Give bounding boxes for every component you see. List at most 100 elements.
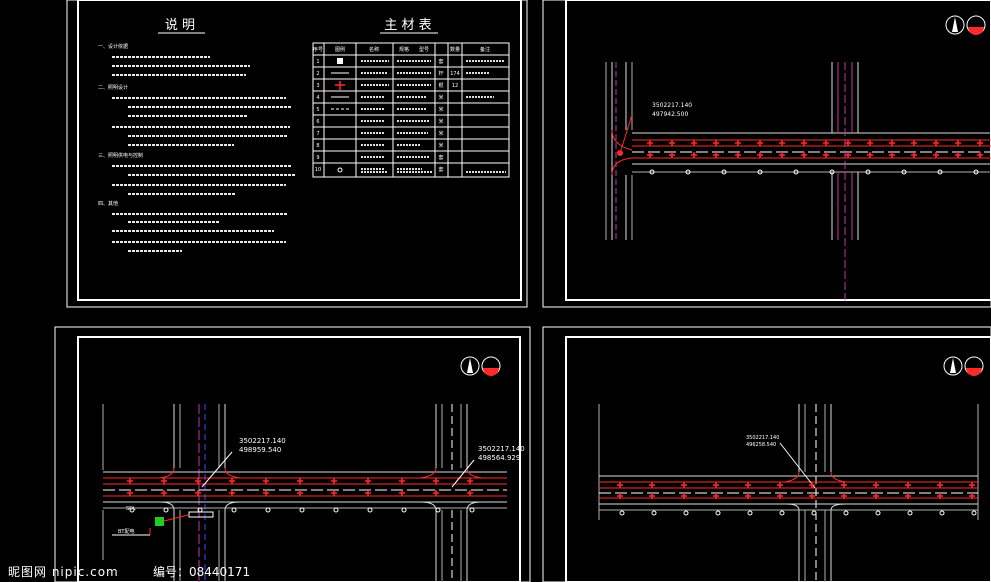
street-light-icon	[331, 490, 337, 496]
street-light-icon	[969, 482, 975, 488]
street-light-icon	[467, 478, 473, 484]
street-light-icon	[905, 482, 911, 488]
pole-marker-icon	[651, 510, 657, 516]
table-cell-index: 9	[316, 155, 319, 161]
street-light-icon	[229, 490, 235, 496]
road-linework	[598, 404, 979, 582]
material-table-qty-col: 174 12	[450, 71, 460, 89]
table-cell-unit: 根	[438, 82, 443, 89]
street-light-icon	[823, 140, 829, 146]
sheet-inner-frame	[565, 336, 991, 582]
notes-section-3: 三、照明供电与控制	[98, 152, 143, 159]
north-arrow-icon	[460, 356, 480, 376]
street-light-icon	[867, 140, 873, 146]
street-light-icon	[955, 140, 961, 146]
street-light-icon	[713, 140, 719, 146]
street-light-icon	[977, 152, 983, 158]
road-linework	[605, 62, 991, 300]
compass-icon	[964, 356, 984, 376]
street-light-icon	[669, 152, 675, 158]
pole-marker-icon	[757, 169, 763, 175]
street-light-icon	[713, 152, 719, 158]
street-light-icon	[617, 493, 623, 499]
pole-marker-icon	[197, 507, 203, 513]
street-light-icon	[669, 140, 675, 146]
pole-marker-icon	[265, 507, 271, 513]
street-light-icon	[297, 478, 303, 484]
table-header-legend: 图例	[335, 46, 345, 53]
street-light-icon	[841, 493, 847, 499]
street-light-icon	[777, 482, 783, 488]
pole-marker-icon	[333, 507, 339, 513]
street-light-icon	[713, 493, 719, 499]
coordinate-label: 497942.500	[652, 111, 688, 118]
street-light-icon	[745, 493, 751, 499]
street-light-icon	[933, 152, 939, 158]
pole-marker-icon	[829, 169, 835, 175]
pole-marker-icon	[683, 510, 689, 516]
table-cell-unit: 套	[438, 154, 443, 161]
street-light-icon	[365, 478, 371, 484]
street-light-icon	[195, 490, 201, 496]
sheet-plan-bottom-right: 3502217.140 496258.540	[542, 326, 991, 582]
watermark-site: 昵图网 nipic.com	[8, 565, 119, 579]
street-light-icon	[779, 152, 785, 158]
street-lights	[127, 478, 473, 496]
coordinate-label: 3502217.140	[239, 437, 286, 445]
pole-marker-icon	[811, 510, 817, 516]
pole-marker-icon	[469, 507, 475, 513]
table-cell-index: 2	[316, 71, 319, 77]
material-table-headers: 序号 图例 名称 规格 型号 数量 备注	[313, 46, 490, 53]
transformer-marker	[188, 511, 214, 518]
notes-title: 说 明	[165, 18, 195, 33]
sheet-plan-bottom-left: 3502217.140 498959.540 3502217.140 49856…	[54, 326, 531, 582]
sheet-outer-frame	[542, 0, 991, 308]
street-light-icon	[229, 478, 235, 484]
street-light-icon	[779, 140, 785, 146]
table-cell-unit: 米	[438, 106, 443, 113]
table-cell-index: 10	[315, 167, 321, 173]
street-light-icon	[161, 478, 167, 484]
table-cell-unit: 米	[438, 142, 443, 149]
street-light-icon	[977, 140, 983, 146]
table-header-model: 型号	[419, 46, 429, 53]
sheet-plan-top-right: 3502217.140 497942.500	[542, 0, 991, 308]
street-light-icon	[735, 152, 741, 158]
coordinate-label: 3502217.140	[746, 435, 779, 441]
table-cell-unit: 米	[438, 130, 443, 137]
street-light-icon	[873, 493, 879, 499]
material-table-title: 主 材 表	[384, 18, 431, 33]
sheet-outer-frame	[542, 326, 991, 582]
street-light-icon	[889, 152, 895, 158]
pole-marker-icon	[231, 507, 237, 513]
street-light-icon	[757, 140, 763, 146]
street-light-icon	[911, 152, 917, 158]
street-light-icon	[757, 152, 763, 158]
street-light-icon	[801, 152, 807, 158]
material-table-cell-text	[361, 60, 506, 173]
pole-marker-icon	[973, 169, 979, 175]
table-cell-index: 6	[316, 119, 319, 125]
pole-marker-icon	[843, 510, 849, 516]
street-light-icon	[845, 140, 851, 146]
street-light-icon	[617, 482, 623, 488]
street-light-icon	[681, 493, 687, 499]
table-header-name: 名称	[369, 46, 379, 53]
pole-marker-icon	[747, 510, 753, 516]
side-label: SDL	[126, 506, 136, 512]
pole-marker-icon	[435, 507, 441, 513]
pole-marker-icon	[649, 169, 655, 175]
north-arrow-icon	[945, 15, 965, 35]
coordinate-label: 498564.929	[478, 454, 520, 462]
sheet-inner-frame	[77, 0, 522, 301]
street-light-icon	[735, 140, 741, 146]
table-cell-index: 3	[316, 83, 319, 89]
table-header-remark: 备注	[480, 46, 490, 53]
table-cell-index: 7	[316, 131, 319, 137]
street-light-icon	[647, 152, 653, 158]
table-cell-qty: 174	[450, 71, 460, 77]
pole-marker-icon	[865, 169, 871, 175]
notes-section-4: 四、其他	[98, 200, 118, 207]
pole-markers	[649, 169, 979, 175]
